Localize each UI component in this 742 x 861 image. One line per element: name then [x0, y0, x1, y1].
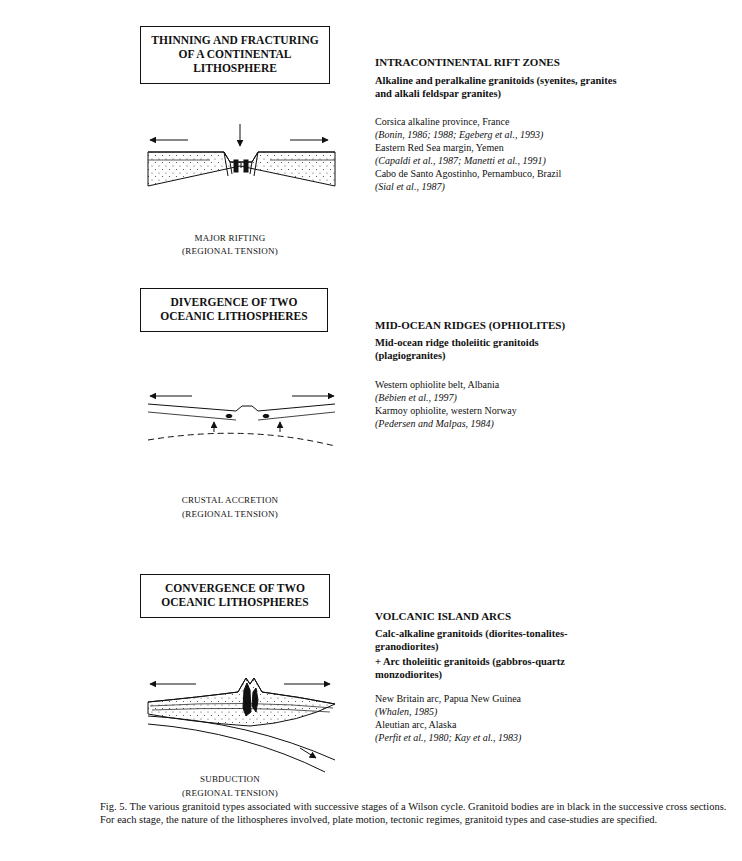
setting-heading: INTRACONTINENTAL RIFT ZONES [375, 56, 715, 69]
stage-box: CONVERGENCE OF TWO OCEANIC LITHOSPHERES [140, 574, 330, 618]
stage-box: DIVERGENCE OF TWO OCEANIC LITHOSPHERES [140, 288, 328, 332]
stage-title: THINNING AND FRACTURING OF A CONTINENTAL… [149, 33, 321, 75]
stage-box: THINNING AND FRACTURING OF A CONTINENTAL… [140, 26, 330, 84]
regime-caption: (REGIONAL TENSION) [130, 787, 330, 800]
subduction-section [148, 678, 335, 772]
case-study: Western ophiolite belt, Albania [375, 378, 715, 391]
granitoid-type: Alkaline and peralkaline granitoids (sye… [375, 74, 625, 100]
reference: (Capaldi et al., 1987; Manetti et al., 1… [375, 154, 715, 167]
regime-caption: CRUSTAL ACCRETION [130, 494, 330, 507]
figure-caption: Fig. 5. The various granitoid types asso… [100, 800, 736, 826]
case-study: Aleutian arc, Alaska [375, 718, 715, 731]
case-study: New Britain arc, Papua New Guinea [375, 692, 715, 705]
regime-caption: (REGIONAL TENSION) [130, 508, 330, 521]
granitoid-type: + Arc tholeiitic granitoids (gabbros-qua… [375, 655, 610, 681]
ridge-section [148, 396, 335, 446]
reference: (Bonin, 1986; 1988; Egeberg et al., 1993… [375, 128, 715, 141]
reference: (Perfit et al., 1980; Kay et al., 1983) [375, 731, 715, 744]
stage-title: CONVERGENCE OF TWO OCEANIC LITHOSPHERES [149, 581, 321, 609]
case-study: Karmoy ophiolite, western Norway [375, 404, 715, 417]
case-study: Eastern Red Sea margin, Yemen [375, 141, 715, 154]
regime-caption: (REGIONAL TENSION) [130, 245, 330, 258]
setting-heading: MID-OCEAN RIDGES (OPHIOLITES) [375, 319, 715, 332]
case-study: Cabo de Santo Agostinho, Pernambuco, Bra… [375, 167, 715, 180]
granitoid-type: Calc-alkaline granitoids (diorites-tonal… [375, 627, 610, 653]
stage-title: DIVERGENCE OF TWO OCEANIC LITHOSPHERES [149, 295, 319, 323]
reference: (Bébien et al., 1997) [375, 391, 715, 404]
case-study: Corsica alkaline province, France [375, 115, 715, 128]
reference: (Sial et al., 1987) [375, 180, 715, 193]
regime-caption: SUBDUCTION [130, 773, 330, 786]
rift-section [148, 124, 335, 186]
setting-heading: VOLCANIC ISLAND ARCS [375, 610, 715, 623]
granitoid-type: Mid-ocean ridge tholeiitic granitoids (p… [375, 336, 610, 362]
reference: (Pedersen and Malpas, 1984) [375, 417, 715, 430]
reference: (Whalen, 1985) [375, 705, 715, 718]
regime-caption: MAJOR RIFTING [130, 232, 330, 245]
